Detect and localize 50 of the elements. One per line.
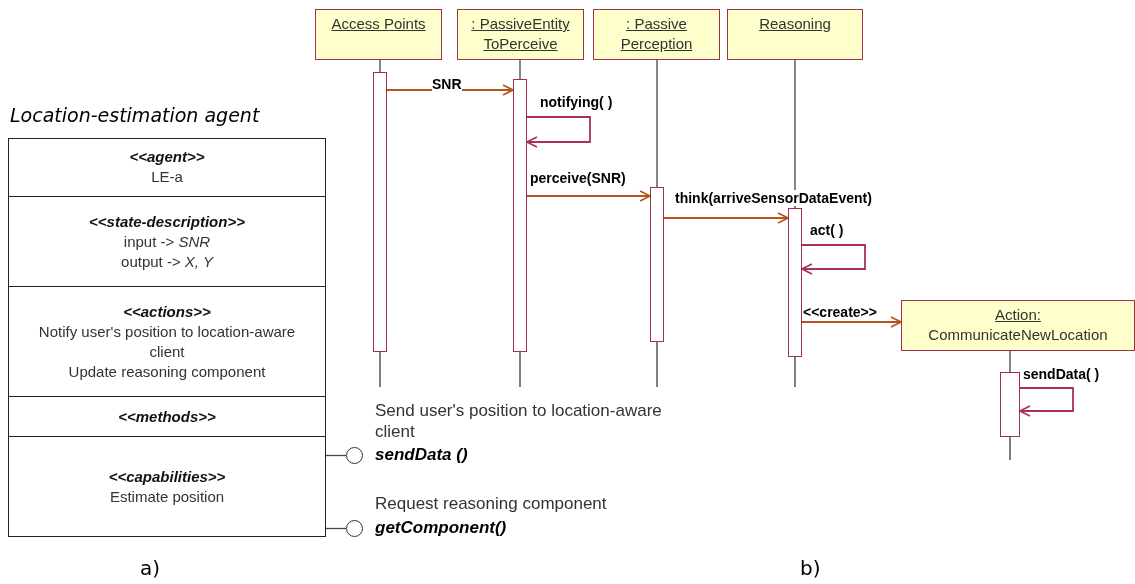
message-label: <<create>> — [803, 304, 877, 320]
lifeline-head: : PassiveEntity ToPerceive — [457, 9, 584, 60]
lifeline-head: Access Points — [315, 9, 442, 60]
lifeline-head: : Passive Perception — [593, 9, 720, 60]
compartment-text: Estimate position — [109, 486, 225, 507]
message-label: act( ) — [810, 222, 844, 238]
lifeline — [656, 59, 658, 188]
lifeline — [519, 59, 521, 80]
self-message-arrow — [526, 116, 591, 148]
compartment-text: Notify user's position to location-aware client — [37, 321, 297, 362]
interface-connector — [325, 454, 347, 457]
message-label: think(arriveSensorDataEvent) — [675, 190, 872, 206]
lifeline-head: Action: CommunicateNewLocation — [901, 300, 1135, 351]
lifeline — [379, 59, 381, 73]
message-label: sendData( ) — [1023, 366, 1100, 382]
stereotype-label: <<actions>> — [123, 301, 211, 322]
activation-bar — [1000, 372, 1020, 437]
lifeline — [794, 59, 796, 209]
message-label: SNR — [432, 76, 462, 92]
message-arrow — [801, 316, 902, 328]
panel-label: b) — [800, 556, 821, 580]
interface-circle — [346, 520, 363, 537]
compartment-text: Update reasoning component — [68, 361, 266, 382]
lifeline-head: Reasoning — [727, 9, 863, 60]
message-arrow — [526, 190, 651, 202]
panel-label: a) — [140, 556, 161, 580]
activation-bar — [373, 72, 387, 352]
message-arrow — [663, 212, 789, 224]
compartment-text: LE-a — [151, 167, 183, 187]
message-label: notifying( ) — [540, 94, 613, 110]
self-message-arrow — [1019, 387, 1074, 417]
compartment-text: input -> SNR — [123, 231, 211, 252]
activation-bar — [513, 79, 527, 352]
interface-method: getComponent() — [375, 519, 508, 537]
interface-circle — [346, 447, 363, 464]
stereotype-label: <<agent>> — [129, 147, 205, 167]
compartment-text: output -> X, Y — [121, 251, 213, 272]
stereotype-label: <<methods>> — [118, 406, 216, 427]
activation-bar — [650, 187, 664, 342]
interface-description: Request reasoning component — [375, 493, 608, 514]
interface-description: Send user's position to location-aware client — [375, 400, 663, 442]
interface-connector — [325, 527, 347, 530]
stereotype-label: <<state-description>> — [89, 211, 245, 232]
class-heading: Location-estimation agent — [10, 104, 260, 126]
lifeline — [1009, 350, 1011, 373]
stereotype-label: <<capabilities>> — [108, 466, 226, 487]
message-label: perceive(SNR) — [530, 170, 626, 186]
self-message-arrow — [801, 244, 866, 275]
interface-method: sendData () — [375, 446, 469, 464]
activation-bar — [788, 208, 802, 357]
